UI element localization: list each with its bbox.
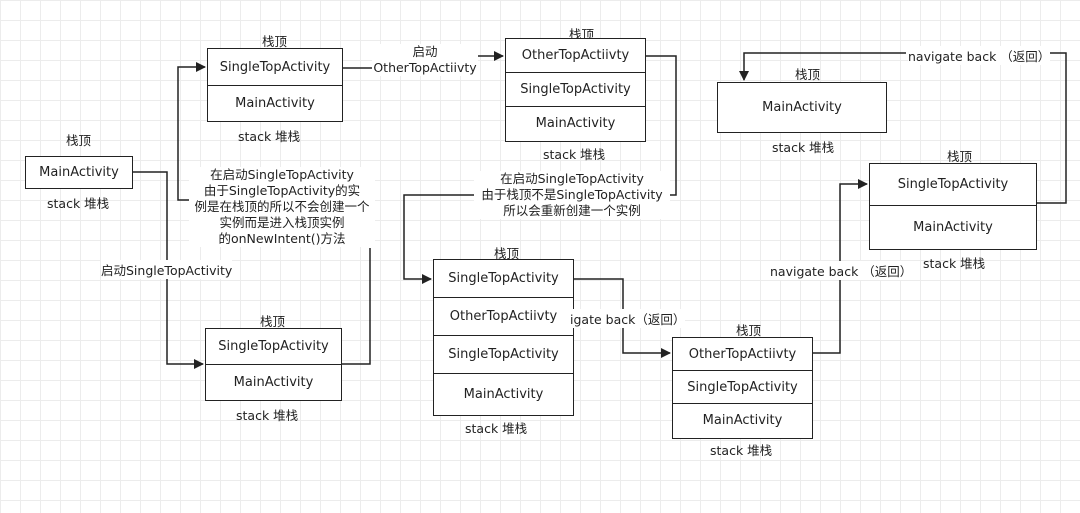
stack-2-item: SingleTopActivity	[208, 49, 342, 86]
arrow-navigate-back-3-2	[739, 52, 906, 81]
stack-6-item: OtherTopActiivty	[673, 338, 812, 371]
stack-3: SingleTopActivity MainActivity	[205, 328, 342, 401]
stack-5-item: SingleTopActivity	[434, 336, 573, 374]
arrow-navigate-back-3	[1036, 52, 1067, 204]
note-reuse-line: 由于SingleTopActivity的实	[203, 183, 361, 198]
stack-5: SingleTopActivity OtherTopActiivty Singl…	[433, 259, 574, 416]
stack-caption: stack 堆栈	[47, 196, 110, 211]
arrow-launch-single-new-2	[403, 194, 482, 284]
stack-top-label: 栈顶	[795, 67, 821, 82]
launch-other-label: 启动 OtherTopActiivty	[372, 44, 478, 76]
stack-6-item: MainActivity	[702, 413, 783, 428]
stack-caption: stack 堆栈	[238, 129, 301, 144]
stack-caption: stack 堆栈	[772, 140, 835, 155]
stack-top-label: 栈顶	[262, 34, 288, 49]
stack-2-item: MainActivity	[235, 96, 315, 111]
stack-3-item: MainActivity	[233, 375, 314, 390]
navigate-back-label-2: navigate back （返回）	[770, 261, 913, 280]
stack-4-item: MainActivity	[535, 116, 616, 131]
stack-1: MainActivity	[25, 156, 133, 189]
arrow-launch-single-reuse	[342, 248, 371, 365]
note-new-line: 所以会重新创建一个实例	[503, 203, 641, 218]
stack-3-item: SingleTopActivity	[206, 329, 341, 365]
stack-caption: stack 堆栈	[923, 256, 986, 271]
note-new-line: 由于栈顶不是SingleTopActivity	[481, 187, 663, 202]
stack-8-item: MainActivity	[762, 100, 842, 115]
note-reuse-line: 在启动SingleTopActivity	[210, 167, 354, 182]
stack-8: MainActivity	[717, 82, 887, 133]
note-reuse-line: 的onNewIntent()方法	[218, 231, 346, 246]
stack-4-item: SingleTopActivity	[506, 73, 645, 107]
stack-7-item: SingleTopActivity	[870, 164, 1036, 206]
stack-4: OtherTopActiivty SingleTopActivity MainA…	[505, 38, 646, 142]
note-new-line: 在启动SingleTopActivity	[500, 171, 644, 186]
navigate-back-label-3: navigate back （返回）	[908, 46, 1051, 65]
stack-caption: stack 堆栈	[465, 421, 528, 436]
stack-top-label: 栈顶	[66, 133, 92, 148]
stack-5-item: OtherTopActiivty	[434, 298, 573, 336]
navigate-back-label-1: igate back（返回）	[570, 309, 686, 328]
stack-caption: stack 堆栈	[236, 408, 299, 423]
stack-5-item: SingleTopActivity	[434, 260, 573, 298]
arrow-launch-single-reuse-2	[177, 62, 206, 201]
note-reuse-instance: 在启动SingleTopActivity 由于SingleTopActivity…	[189, 167, 375, 247]
stack-5-item: MainActivity	[463, 386, 544, 402]
stack-caption: stack 堆栈	[710, 443, 773, 458]
stack-4-item: OtherTopActiivty	[506, 39, 645, 73]
stack-2: SingleTopActivity MainActivity	[207, 48, 343, 122]
stack-7-item: MainActivity	[913, 219, 993, 235]
stack-top-label: 栈顶	[260, 314, 286, 329]
launch-single-label: 启动SingleTopActivity	[101, 260, 233, 279]
note-reuse-line: 实例而是进入栈顶实例	[219, 215, 345, 230]
stack-top-label: 栈顶	[947, 149, 973, 164]
stack-caption: stack 堆栈	[543, 147, 606, 162]
stack-6-item: SingleTopActivity	[673, 371, 812, 404]
stack-6: OtherTopActiivty SingleTopActivity MainA…	[672, 337, 813, 439]
note-new-instance: 在启动SingleTopActivity 由于栈顶不是SingleTopActi…	[474, 171, 670, 219]
stack-top-label: 栈顶	[736, 323, 762, 338]
note-reuse-line: 例是在栈顶的所以不会创建一个	[194, 199, 370, 214]
launch-other-line-2: OtherTopActiivty	[373, 60, 477, 75]
stack-1-item: MainActivity	[39, 165, 119, 180]
launch-other-line-1: 启动	[412, 44, 438, 59]
stack-top-label: 栈顶	[494, 246, 520, 261]
stack-7: SingleTopActivity MainActivity	[869, 163, 1037, 250]
